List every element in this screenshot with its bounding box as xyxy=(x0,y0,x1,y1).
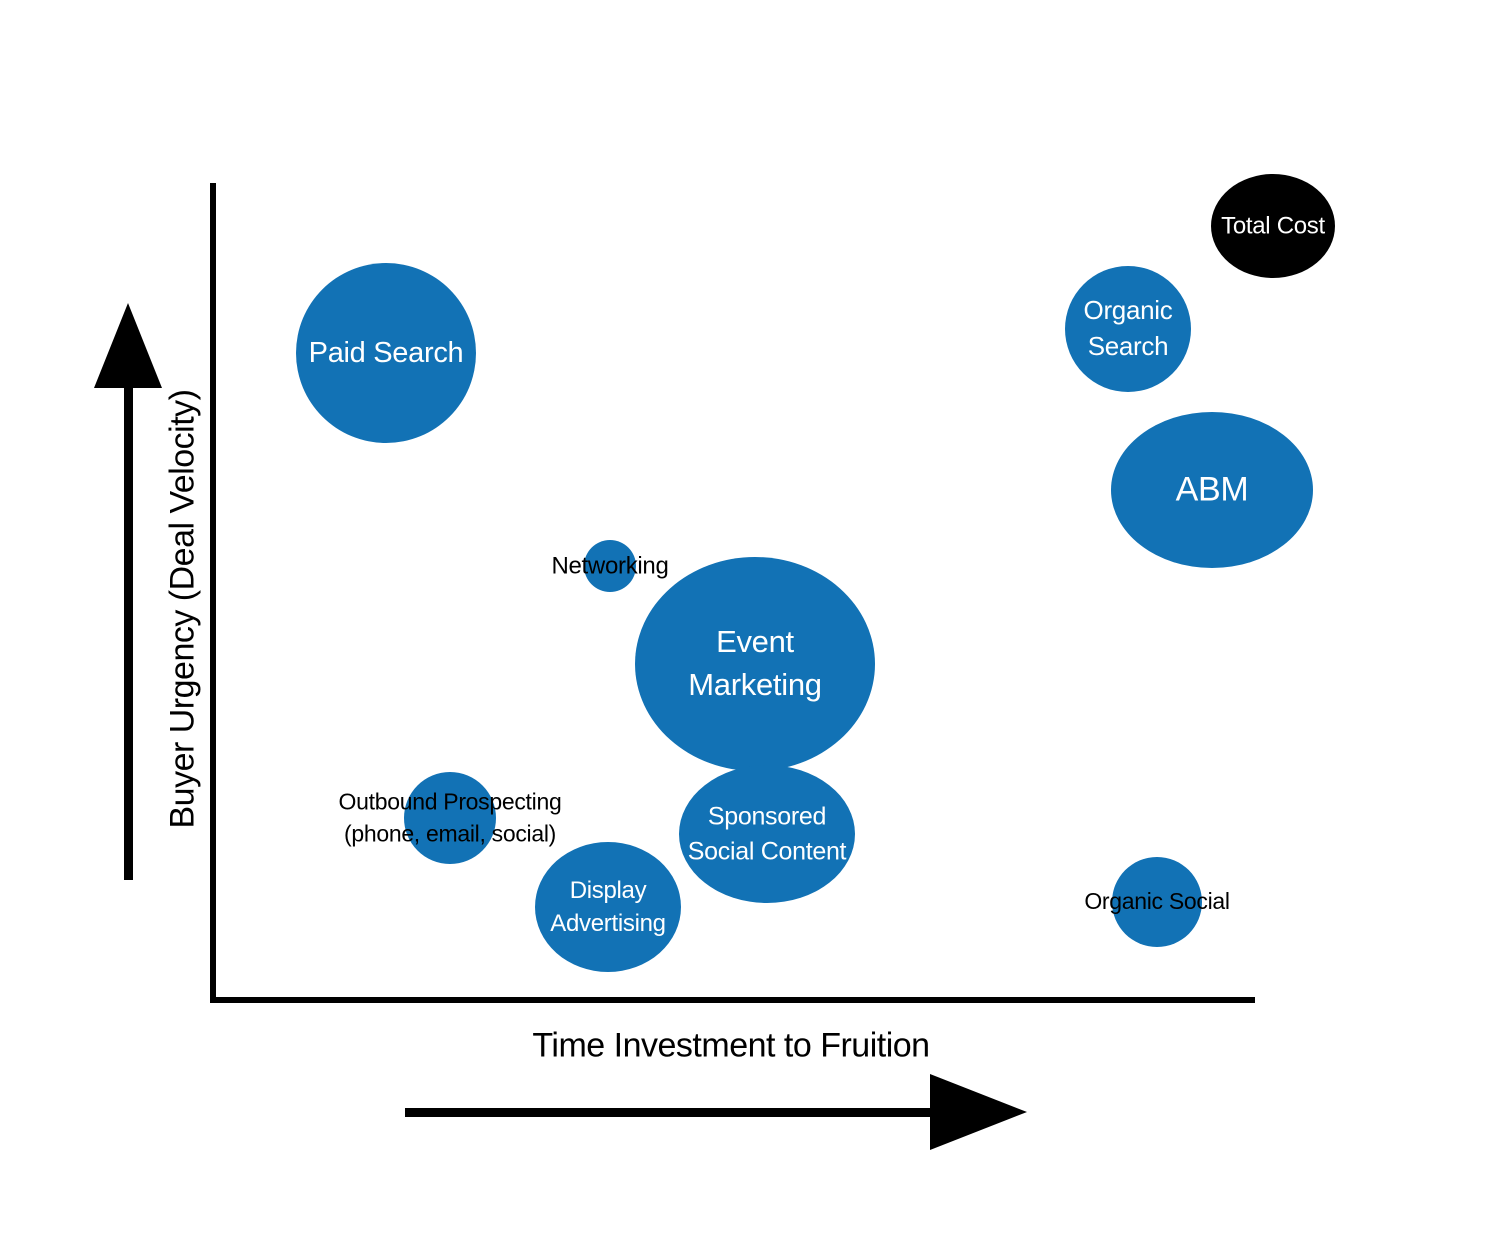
bubble-paid-search: Paid Search xyxy=(296,263,476,443)
y-axis-line xyxy=(210,183,216,1003)
x-axis-arrow-head-icon xyxy=(930,1074,1027,1150)
bubble-label-networking: Networking xyxy=(551,549,668,582)
bubble-label-line: Event xyxy=(716,624,794,660)
y-axis-arrow-shaft xyxy=(124,385,133,880)
bubble-label-line: Organic Social xyxy=(1084,888,1230,915)
bubble-label-outbound-prospecting: Outbound Prospecting (phone, email, socia… xyxy=(339,786,562,849)
y-axis-arrow-head-icon xyxy=(94,303,162,388)
bubble-label-abm: ABM xyxy=(1176,467,1249,514)
bubble-label-line: Marketing xyxy=(688,667,822,702)
x-axis-arrow-shaft xyxy=(405,1108,931,1117)
bubble-organic-social: Organic Social xyxy=(1084,857,1230,947)
bubble-abm: ABM xyxy=(1111,412,1313,568)
bubble-label-line: Total Cost xyxy=(1221,212,1325,240)
bubble-label-line: Social Content xyxy=(687,837,847,865)
bubble-label-line: ABM xyxy=(1175,470,1249,509)
bubble-label-line: Display xyxy=(569,876,647,904)
y-axis-label: Buyer Urgency (Deal Velocity) xyxy=(163,389,202,829)
bubble-label-paid-search: Paid Search xyxy=(309,333,464,373)
bubble-label-line: (phone, email, social) xyxy=(343,820,557,846)
bubble-label-organic-social: Organic Social xyxy=(1084,886,1230,918)
bubble-label-line: Paid Search xyxy=(308,336,464,369)
bubble-label-line: Organic xyxy=(1083,295,1173,326)
bubble-label-line: Search xyxy=(1087,331,1169,361)
bubble-label-line: Sponsored xyxy=(707,802,827,831)
x-axis-label: Time Investment to Fruition xyxy=(532,1026,930,1065)
bubble-networking: Networking xyxy=(551,540,669,592)
bubble-label-total-cost: Total Cost xyxy=(1221,209,1325,242)
bubble-label-line: Networking xyxy=(551,552,669,580)
bubble-total-cost: Total Cost xyxy=(1211,174,1335,278)
bubble-outbound-prospecting: Outbound Prospecting (phone, email, socia… xyxy=(339,772,562,864)
bubble-label-line: Outbound Prospecting xyxy=(338,788,562,815)
bubble-label-line: Advertising xyxy=(550,910,666,937)
x-axis-line xyxy=(210,997,1255,1003)
